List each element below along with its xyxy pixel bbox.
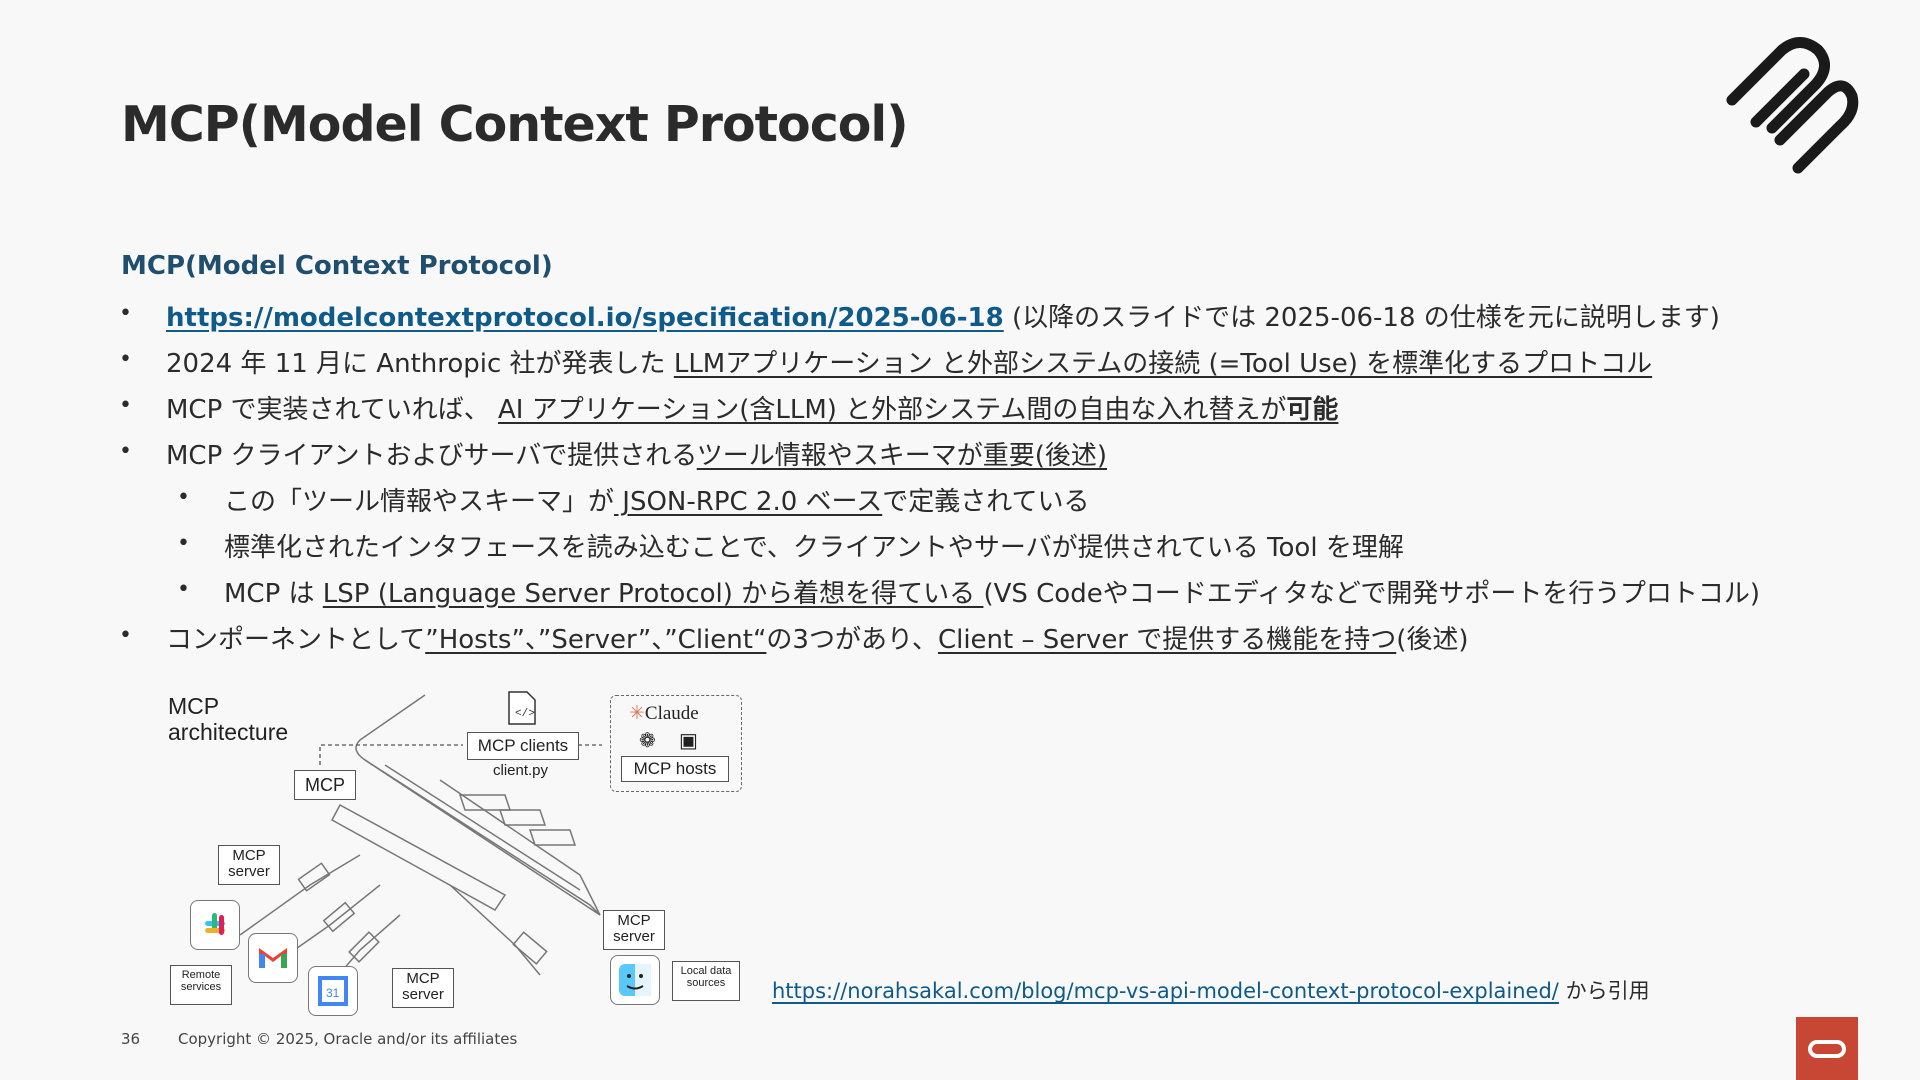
gmail-glyph [259, 948, 287, 968]
mcp-server-box-left: MCP server [218, 845, 280, 885]
diagram-heading-line1: MCP [168, 693, 220, 719]
bullet-emphasis: ツール情報やスキーマが重要(後述) [696, 441, 1108, 471]
bullet-tool-info: MCP クライアントおよびサーバで提供されるツール情報やスキーマが重要(後述) [166, 435, 1107, 472]
slack-icon [190, 900, 240, 950]
mcp-label-box: MCP [294, 770, 356, 800]
mcp-server-box-bottom: MCP server [392, 968, 454, 1008]
svg-text:</>: </> [515, 708, 535, 720]
sub-bullet-interface: 標準化されたインタフェースを読み込むことで、クライアントやサーバが提供されている… [224, 527, 1404, 564]
source-link[interactable]: https://norahsakal.com/blog/mcp-vs-api-m… [772, 979, 1559, 1003]
bullet-text: MCP クライアントおよびサーバで提供される [166, 441, 697, 471]
bullet-emphasis: LSP (Language Server Protocol) から着想を得ている [322, 579, 984, 609]
oracle-ring-icon [1808, 1040, 1846, 1058]
bullet-interchange: MCP で実装されていれば、 AI アプリケーション(含LLM) と外部システム… [166, 389, 1338, 426]
copyright-text: Copyright © 2025, Oracle and/or its affi… [178, 1030, 518, 1048]
cube-logo-icon: ▣ [679, 730, 698, 752]
bullet-emphasis: Client – Server で提供する機能を持つ [937, 625, 1397, 655]
mcp-clients-box: MCP clients [467, 732, 579, 760]
bullet-text: 標準化されたインタフェースを読み込むことで、クライアントやサーバが提供されている… [224, 533, 1404, 563]
bullet-text: (VS Codeやコードエディタなどで開発サポートを行うプロトコル) [983, 579, 1760, 609]
sub-bullet-marker: • [177, 485, 190, 510]
claude-logo-icon: ✳ [629, 703, 645, 724]
bullet-text: この「ツール情報やスキーマ」が [224, 487, 615, 517]
gmail-icon [248, 933, 298, 983]
sub-bullet-jsonrpc: この「ツール情報やスキーマ」が JSON-RPC 2.0 ベースで定義されている [224, 481, 1089, 518]
calendar-day: 31 [326, 986, 340, 1000]
bullet-marker: • [119, 393, 132, 418]
bullet-emphasis: JSON-RPC 2.0 ベース [614, 487, 883, 517]
remote-services-box: Remote services [170, 965, 232, 1005]
anthropic-mcp-logo-icon [1726, 37, 1859, 174]
bullet-emphasis: ”Hosts”、”Server”、”Client“ [425, 625, 767, 655]
bullet-emphasis: AI アプリケーション(含LLM) と外部システム間の自由な入れ替えが [498, 395, 1287, 425]
bullet-marker: • [119, 623, 132, 648]
finder-glyph [619, 964, 651, 996]
slide-title: MCP(Model Context Protocol) [121, 96, 909, 153]
calendar-glyph: 31 [318, 976, 348, 1006]
bullet-marker: • [119, 301, 132, 326]
diagram-heading-line2: architecture [168, 719, 289, 746]
bullet-text: で定義されている [882, 487, 1090, 517]
source-suffix: から引用 [1558, 979, 1650, 1003]
sub-bullet-lsp: MCP は LSP (Language Server Protocol) から着… [224, 573, 1760, 610]
code-file-icon: </> [508, 691, 536, 725]
mcp-server-box-right: MCP server [603, 910, 665, 950]
finder-icon [610, 955, 660, 1005]
oracle-logo [1796, 1017, 1858, 1080]
bullet-emphasis: LLMアプリケーション と外部システムの接続 (=Tool Use) を標準化す… [673, 349, 1653, 379]
sub-bullet-marker: • [177, 531, 190, 556]
sub-bullet-marker: • [177, 577, 190, 602]
slack-glyph [205, 913, 225, 935]
spec-link[interactable]: https://modelcontextprotocol.io/specific… [166, 303, 1004, 333]
bullet-components: コンポーネントとして”Hosts”、”Server”、”Client“の3つがあ… [166, 619, 1469, 656]
bullet-text: 2024 年 11 月に Anthropic 社が発表した [166, 349, 674, 379]
section-heading: MCP(Model Context Protocol) [121, 251, 553, 281]
claude-label: ✳Claude [629, 702, 699, 725]
bullet-anthropic: 2024 年 11 月に Anthropic 社が発表した LLMアプリケーショ… [166, 343, 1652, 380]
diagram-heading: MCP architecture [168, 693, 288, 746]
bullet-text: (以降のスライドでは 2025-06-18 の仕様を元に説明します) [1011, 303, 1720, 333]
mcp-architecture-diagram: MCP architecture </> MCP clients client.… [160, 685, 760, 1020]
bullet-bold: 可能 [1286, 395, 1339, 425]
source-citation: https://norahsakal.com/blog/mcp-vs-api-m… [772, 975, 1650, 1005]
chatgpt-logo-icon: ❁ [639, 730, 656, 752]
bullet-text: MCP は [224, 579, 323, 609]
bullet-text: コンポーネントとして [166, 625, 426, 655]
claude-text: Claude [644, 703, 699, 724]
calendar-icon: 31 [308, 966, 358, 1016]
mcp-hosts-group: ✳Claude ❁ ▣ MCP hosts [610, 695, 742, 792]
bullet-marker: • [119, 347, 132, 372]
bullet-text: (後述) [1396, 625, 1469, 655]
bullet-spec-link: https://modelcontextprotocol.io/specific… [166, 297, 1720, 334]
page-number: 36 [121, 1030, 141, 1048]
bullet-text: の3つがあり、 [766, 625, 938, 655]
client-file-label: client.py [493, 762, 549, 779]
bullet-text: MCP で実装されていれば、 [166, 395, 499, 425]
diagram-lines [239, 694, 602, 986]
bullet-marker: • [119, 439, 132, 464]
mcp-hosts-box: MCP hosts [621, 756, 729, 782]
local-data-box: Local data sources [672, 961, 740, 1001]
